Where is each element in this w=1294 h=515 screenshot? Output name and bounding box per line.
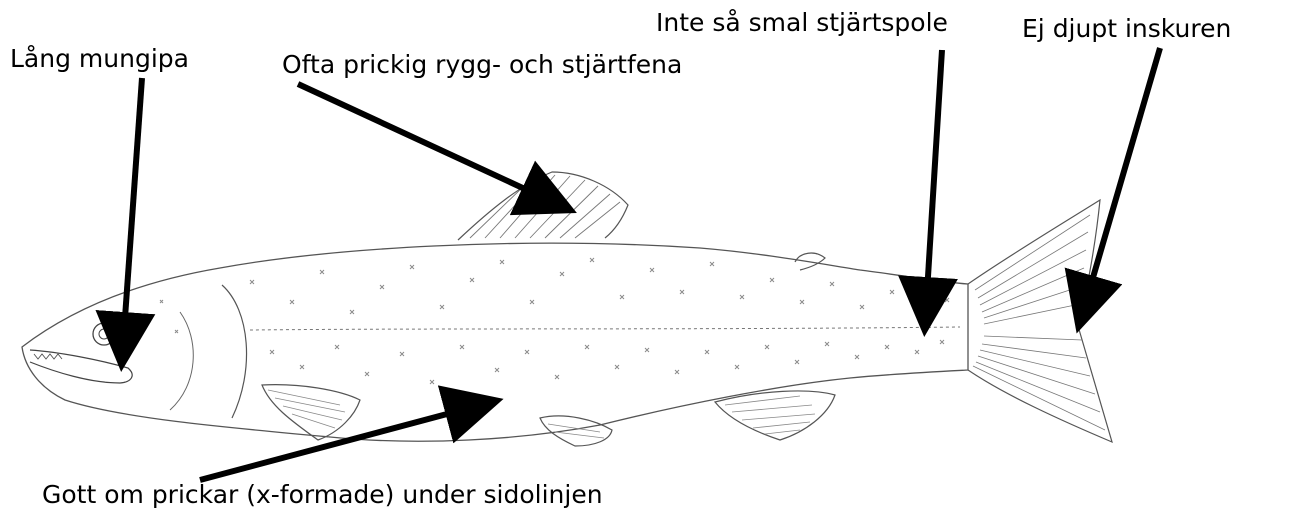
gill-cover (222, 285, 247, 418)
label-mouth: Lång mungipa (10, 46, 189, 71)
pelvic-fin (540, 416, 612, 446)
spots (140, 258, 949, 384)
label-tail: Ej djupt inskuren (1022, 16, 1231, 41)
anal-fin (715, 391, 835, 440)
fish-body-outline (22, 243, 968, 441)
caudal-fin (968, 200, 1112, 442)
preopercle (170, 312, 193, 410)
label-spots: Gott om prickar (x-formade) under sidoli… (42, 482, 603, 507)
arrow-tail (1080, 48, 1160, 322)
lateral-line (250, 327, 960, 330)
eye (93, 323, 115, 345)
label-peduncle: Inte så smal stjärtspole (656, 10, 948, 35)
arrow-mouth (122, 78, 142, 360)
arrow-dorsal (298, 84, 566, 208)
arrow-peduncle (925, 50, 942, 325)
jaw (30, 350, 132, 383)
label-dorsal: Ofta prickig rygg- och stjärtfena (282, 52, 682, 77)
dorsal-fin (458, 172, 628, 240)
teeth (34, 354, 62, 359)
